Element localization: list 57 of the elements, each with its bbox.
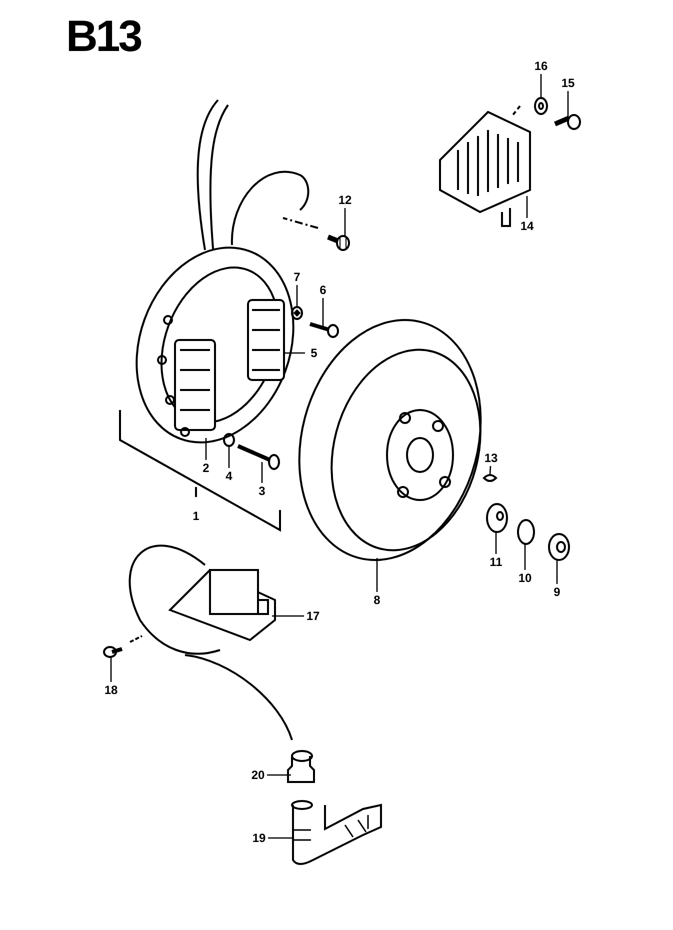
spark-plug-cap-drawing: [291, 800, 382, 865]
leader-line: [526, 196, 528, 218]
washer-icon: [486, 503, 508, 533]
leader-line: [495, 531, 497, 554]
callout-number: 19: [252, 832, 266, 844]
leader-line: [284, 352, 305, 354]
leader-line: [268, 837, 294, 839]
callout-number: 6: [320, 284, 326, 296]
leader-line: [567, 91, 569, 117]
washer-icon: [534, 97, 548, 115]
leader-line: [267, 774, 291, 776]
callout-number: 1: [192, 510, 200, 522]
callout-number: 3: [258, 485, 266, 497]
lock-washer-icon: [517, 519, 535, 545]
callout-number: 11: [490, 556, 502, 568]
leader-line: [228, 445, 230, 468]
callout-number: 5: [310, 347, 318, 359]
nut-icon: [548, 533, 570, 561]
callout-number: 4: [226, 470, 232, 482]
leader-line: [556, 559, 558, 584]
leader-line: [344, 208, 346, 236]
stator-drawing: [136, 99, 310, 444]
leader-line: [110, 656, 112, 682]
leader-line: [261, 462, 263, 483]
cap-seal-icon: [287, 750, 315, 783]
callout-number: 12: [338, 194, 352, 206]
callout-number: 10: [518, 572, 532, 584]
washer-icon: [291, 306, 303, 320]
washer-icon: [223, 433, 235, 447]
flywheel-rotor-drawing: [298, 319, 482, 561]
callout-number: 2: [202, 462, 210, 474]
screw-icon: [237, 444, 280, 470]
leader-line: [540, 74, 542, 98]
key-icon: [483, 474, 497, 482]
callout-number: 9: [554, 586, 560, 598]
leader-line: [322, 298, 324, 326]
callout-number: 17: [306, 610, 320, 622]
leader-line: [376, 558, 378, 592]
leader-line: [205, 438, 207, 460]
screw-icon: [554, 114, 581, 130]
bolt-icon: [327, 234, 350, 251]
callout-number: 16: [534, 60, 548, 72]
leader-line: [272, 615, 304, 617]
callout-number: 13: [484, 452, 498, 464]
callout-number: 8: [374, 594, 380, 606]
callout-number: 15: [561, 77, 575, 89]
screw-icon: [309, 322, 339, 338]
leader-line: [524, 543, 526, 570]
leader-line: [489, 466, 492, 474]
page-title: B13: [66, 12, 141, 62]
callout-number: 14: [520, 220, 534, 232]
callout-number: 18: [104, 684, 118, 696]
ignition-coil-drawing: [128, 544, 293, 740]
screw-icon: [103, 646, 123, 658]
callout-number: 7: [294, 271, 300, 283]
callout-number: 20: [251, 769, 265, 781]
leader-line: [296, 285, 298, 308]
